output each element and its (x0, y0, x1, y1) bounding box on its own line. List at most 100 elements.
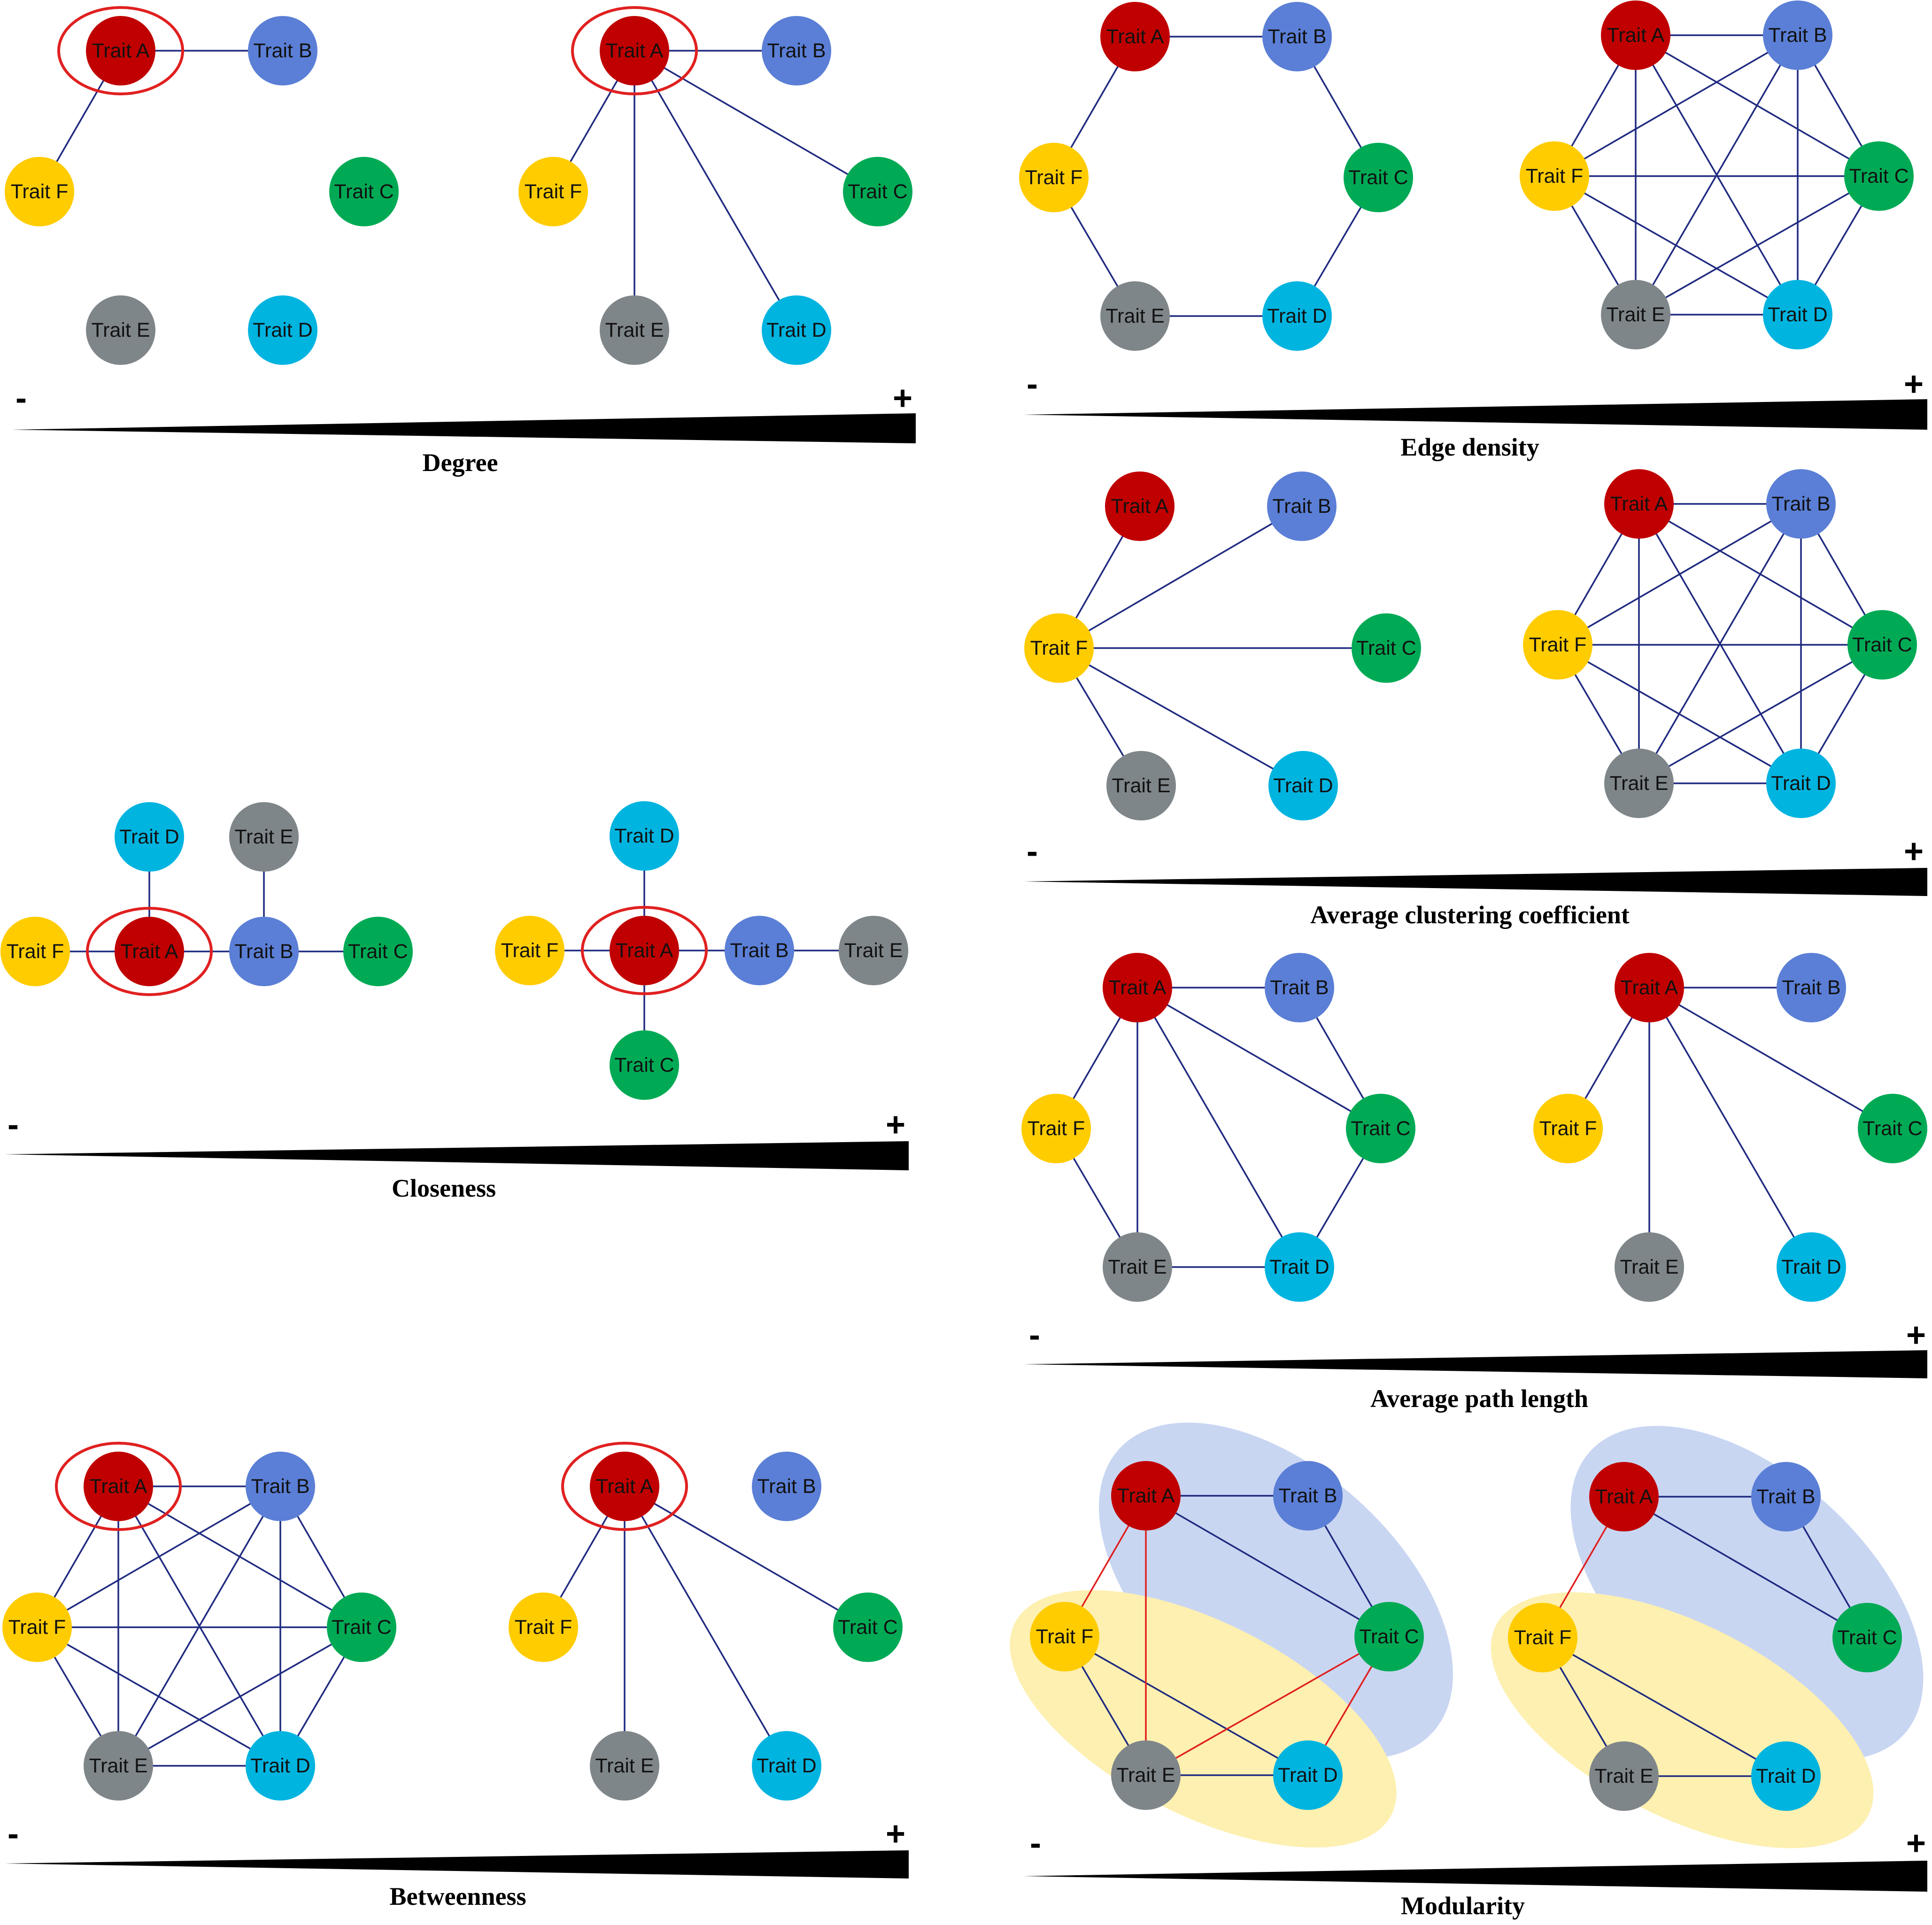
panel-degree: Trait A Trait B Trait F Trait C Trait E Trait… (5, 6, 916, 477)
trait-f-node: Trait F (1508, 1603, 1577, 1672)
trait-f-circle (495, 916, 564, 985)
trait-b-circle (1763, 0, 1832, 70)
scale-plus-sign: + (893, 379, 912, 417)
trait-f-circle (509, 1593, 578, 1662)
trait-c-node: Trait C (343, 917, 413, 986)
trait-f-node: Trait F (1021, 1094, 1091, 1163)
edge-a-c (624, 1485, 868, 1628)
trait-b-circle (248, 16, 317, 85)
increasing-scale-wedge (1024, 1350, 1927, 1378)
trait-e-label: Trait E (91, 319, 150, 341)
trait-c-circle (1352, 613, 1421, 683)
trait-d-label: Trait D (1273, 774, 1333, 797)
trait-a-circle (1111, 1461, 1181, 1531)
trait-d-node: Trait D (762, 295, 831, 365)
trait-d-node: Trait D (248, 295, 317, 365)
trait-a-circle (600, 16, 669, 85)
trait-e-circle (86, 295, 155, 365)
trait-d-node: Trait D (1273, 1740, 1343, 1810)
trait-c-label: Trait C (1351, 1117, 1410, 1140)
trait-a-label: Trait A (1111, 495, 1169, 518)
trait-f-label: Trait F (1036, 1625, 1094, 1648)
trait-a-node: Trait A (115, 917, 184, 986)
trait-d-node: Trait D (1268, 751, 1338, 820)
trait-f-node: Trait F (1523, 610, 1592, 680)
trait-c-circle (327, 1593, 396, 1662)
trait-b-circle (1267, 472, 1337, 541)
trait-a-node: Trait A (1105, 472, 1175, 541)
trait-f-circle (1533, 1094, 1603, 1163)
metric-title: Betweenness (390, 1882, 526, 1910)
focus-ring (55, 1442, 182, 1531)
trait-d-circle (248, 295, 317, 365)
trait-f-circle (2, 1593, 72, 1662)
edge-a-d (1648, 987, 1812, 1268)
trait-b-node: Trait B (248, 16, 317, 85)
trait-e-label: Trait E (1116, 1764, 1175, 1786)
focus-ring (57, 6, 184, 95)
trait-c-node: Trait C (610, 1030, 679, 1100)
trait-b-node: Trait B (246, 1452, 315, 1521)
trait-d-node: Trait D (115, 802, 184, 872)
trait-f-label: Trait F (11, 180, 69, 203)
edge-a-c (1137, 987, 1381, 1129)
edge-b-f (37, 1485, 281, 1628)
trait-b-node: Trait B (752, 1452, 821, 1521)
scale-plus-sign: + (1904, 365, 1924, 403)
trait-e-node: Trait E (1615, 1232, 1684, 1302)
trait-e-node: Trait E (1604, 749, 1674, 818)
trait-d-circle (1751, 1741, 1821, 1811)
trait-a-node: Trait A (1111, 1461, 1181, 1531)
trait-e-circle (1604, 749, 1674, 818)
trait-d-node: Trait D (1766, 749, 1836, 818)
scale-plus-sign: + (886, 1106, 905, 1144)
module-groups (1010, 1422, 1924, 1848)
trait-a-node: Trait A (86, 16, 155, 85)
trait-c-circle (843, 157, 912, 226)
trait-e-node: Trait E (86, 295, 155, 365)
trait-e-circle (1106, 751, 1176, 820)
trait-a-circle (1103, 953, 1172, 1022)
trait-d-label: Trait D (757, 1755, 816, 1777)
module-blob-blue-right (1570, 1426, 1924, 1760)
trait-f-label: Trait F (515, 1616, 572, 1639)
trait-a-circle (610, 916, 679, 985)
trait-e-label: Trait E (89, 1755, 147, 1777)
trait-b-circle (1273, 1461, 1343, 1531)
trait-b-label: Trait B (757, 1475, 816, 1498)
trait-d-node: Trait D (1265, 1232, 1334, 1302)
trait-e-node: Trait E (839, 916, 908, 985)
trait-a-label: Trait A (90, 1475, 147, 1498)
trait-b-node: Trait B (762, 16, 831, 85)
trait-c-circle (1847, 610, 1917, 680)
trait-c-node: Trait C (1858, 1094, 1927, 1163)
focus-ring (581, 906, 708, 995)
trait-b-circle (246, 1452, 315, 1521)
trait-e-circle (1615, 1232, 1684, 1302)
trait-a-circle (86, 16, 155, 85)
edge-b-f (1557, 503, 1801, 646)
trait-c-node: Trait C (843, 157, 912, 226)
edge-a-d (1136, 987, 1300, 1268)
trait-b-label: Trait B (253, 39, 312, 62)
trait-f-label: Trait F (1514, 1626, 1572, 1649)
trait-a-label: Trait A (616, 939, 673, 962)
trait-b-label: Trait B (1270, 976, 1329, 999)
trait-d-label: Trait D (1771, 772, 1831, 795)
trait-d-circle (246, 1731, 315, 1801)
trait-c-node: Trait C (1344, 143, 1413, 212)
trait-b-label: Trait B (251, 1475, 309, 1498)
trait-c-label: Trait C (848, 180, 907, 203)
edge-b-f (1554, 34, 1798, 177)
metric-title: Closeness (392, 1174, 496, 1202)
trait-f-circle (1508, 1603, 1577, 1672)
trait-b-label: Trait B (1756, 1485, 1815, 1508)
trait-b-circle (229, 917, 299, 986)
increasing-scale-wedge (12, 413, 916, 443)
trait-c-node: Trait C (1832, 1603, 1902, 1672)
trait-b-node: Trait B (1267, 472, 1337, 541)
